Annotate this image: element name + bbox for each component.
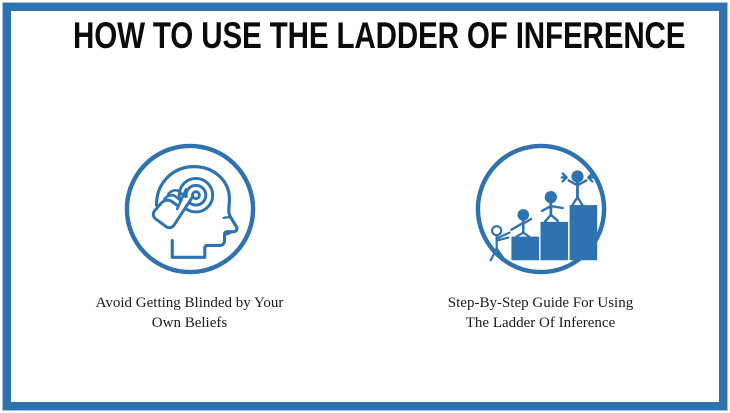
card-step-by-step-guide: Step-By-Step Guide For Using The Ladder … <box>391 140 691 333</box>
card-avoid-blinded: Avoid Getting Blinded by Your Own Belief… <box>40 140 340 333</box>
card-caption-line-1: Step-By-Step Guide For Using <box>447 295 634 311</box>
people-climbing-stairs-icon <box>475 143 606 275</box>
card-caption: Step-By-Step Guide For Using The Ladder … <box>411 293 671 333</box>
head-with-pointing-hand-icon <box>124 143 255 275</box>
page-title: HOW TO USE THE LADDER OF INFERENCE <box>73 15 686 56</box>
card-caption-line-2: Own Beliefs <box>151 315 228 331</box>
card-caption: Avoid Getting Blinded by Your Own Belief… <box>60 293 320 333</box>
card-caption-line-1: Avoid Getting Blinded by Your <box>95 295 284 311</box>
card-caption-line-2: The Ladder Of Inference <box>465 315 616 331</box>
card-row: Avoid Getting Blinded by Your Own Belief… <box>14 140 716 333</box>
